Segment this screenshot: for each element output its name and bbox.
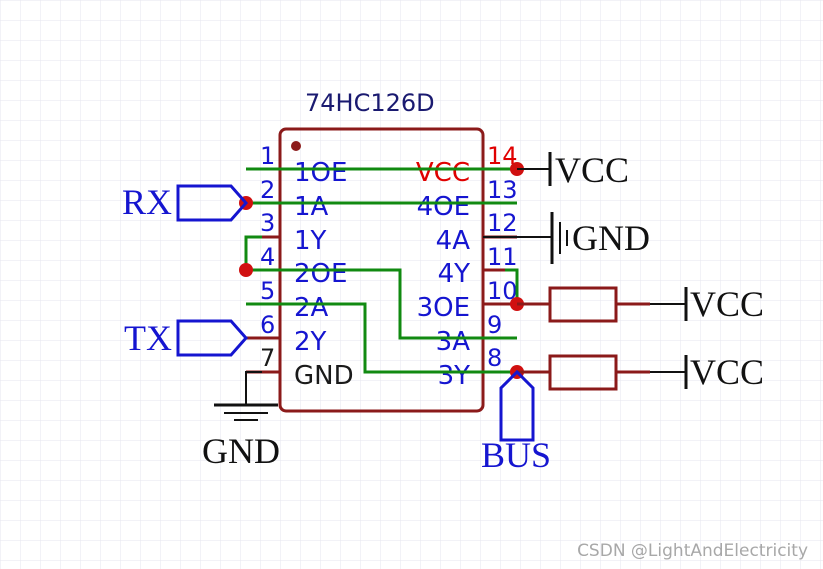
pin-number-left: 3 (260, 209, 275, 237)
pin-number-left: 2 (260, 176, 275, 204)
pin-name-left: 2OE (294, 259, 347, 289)
gnd-label-right: GND (572, 218, 650, 258)
watermark: CSDN @LightAndElectricity (577, 541, 808, 561)
pin-number-right: 8 (487, 344, 502, 372)
gnd-bottom-symbol (214, 371, 278, 421)
pin-number-right: 9 (487, 311, 502, 339)
tx-net-port (176, 319, 249, 357)
pin-name-right: 3OE (417, 293, 470, 323)
bus-net-port (499, 369, 535, 442)
bus-label: BUS (481, 435, 551, 475)
vcc-label-top: VCC (555, 150, 629, 190)
vcc-label-r2: VCC (690, 352, 764, 392)
pin-name-left: 1A (294, 192, 329, 222)
pin-name-right: 4A (436, 226, 471, 256)
pin-number-left: 5 (260, 277, 275, 305)
tx-label: TX (124, 318, 172, 358)
pin-number-right: 13 (487, 176, 518, 204)
pin-number-left: 4 (260, 243, 275, 271)
pin-name-left: 2A (294, 293, 329, 323)
gnd-label-bottom: GND (202, 431, 280, 471)
resistor-r2 (517, 354, 688, 391)
pin-name-left: 2Y (294, 327, 327, 357)
rx-net-port (176, 184, 249, 222)
pin-name-right: 4OE (417, 192, 470, 222)
pin-name-left: 1Y (294, 226, 327, 256)
wires (244, 167, 519, 374)
pin-name-right: 3A (436, 327, 471, 357)
chip-title: 74HC126D (305, 89, 435, 117)
pin-name-right: VCC (416, 158, 470, 188)
pin-name-right: 3Y (438, 361, 471, 391)
gnd-right-symbol (483, 212, 568, 264)
pin-number-right: 12 (487, 209, 518, 237)
vcc-label-r1: VCC (690, 284, 764, 324)
pin-number-left: 6 (260, 311, 275, 339)
pin-name-left: 1OE (294, 158, 347, 188)
pin-number-left: 1 (260, 142, 275, 170)
pin1-marker (291, 141, 301, 151)
pin-name-left: GND (294, 361, 354, 391)
junction-dot (239, 263, 253, 277)
pin-number-left: 7 (260, 344, 275, 372)
vcc-power-symbol (517, 152, 552, 186)
rx-label: RX (122, 182, 172, 222)
pin-name-right: 4Y (438, 259, 471, 289)
pin-number-right: 11 (487, 243, 518, 271)
resistor-r1 (517, 286, 688, 323)
